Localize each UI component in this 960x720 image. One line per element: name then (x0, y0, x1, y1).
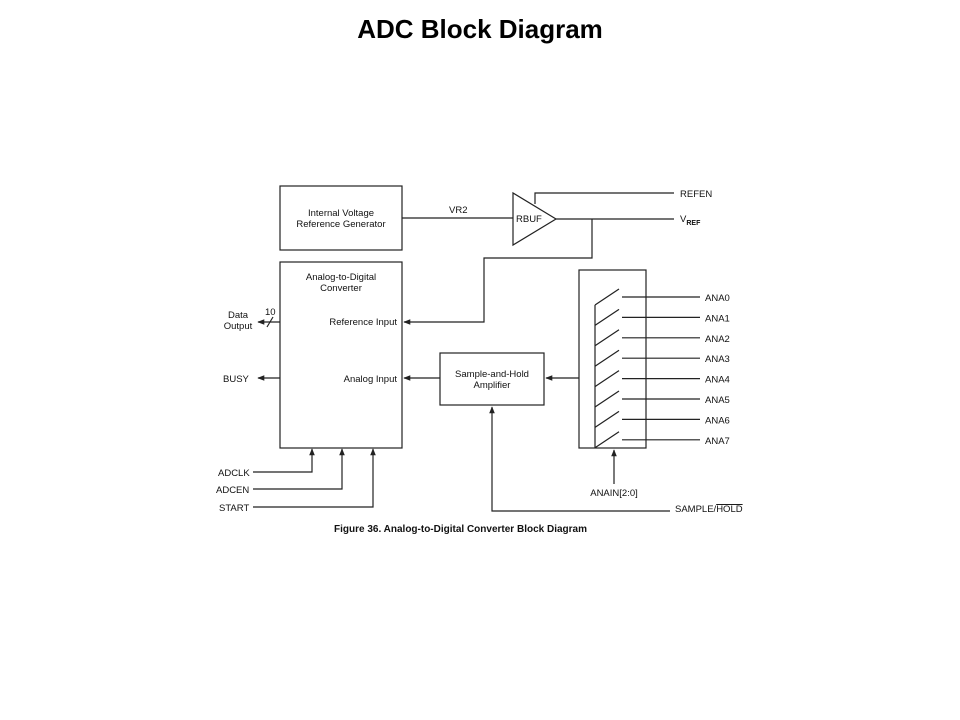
bus-slash (266, 316, 274, 328)
refen-label: REFEN (680, 189, 712, 200)
vref-label: VREF (680, 214, 701, 227)
slide-title: ADC Block Diagram (357, 14, 603, 44)
adc-label-2: Converter (320, 283, 362, 294)
channel-label: ANA7 (705, 436, 730, 447)
adclk-line (253, 448, 315, 473)
channel-label: ANA3 (705, 354, 730, 365)
vref-generator-label-1: Internal Voltage (308, 208, 374, 219)
reference-input-label: Reference Input (329, 317, 397, 328)
mux-switch-blade (594, 431, 620, 449)
adclk-label: ADCLK (218, 468, 250, 479)
reference-input-line (403, 219, 593, 325)
adcen-label: ADCEN (216, 485, 249, 496)
rbuf-label: RBUF (516, 214, 542, 225)
vref-generator-label-2: Reference Generator (296, 219, 385, 230)
start-label: START (219, 503, 249, 514)
rbuf-buffer (512, 191, 558, 247)
hold-label: HOLD (716, 504, 743, 515)
analog-input-label: Analog Input (344, 374, 398, 385)
anain-label: ANAIN[2:0] (590, 488, 638, 499)
sample-hold-control-line (489, 406, 670, 512)
start-line (253, 448, 376, 508)
mux-switch-blade (594, 349, 620, 367)
mux-switch-blade (594, 329, 620, 347)
busy-label: BUSY (223, 374, 250, 385)
channel-label: ANA6 (705, 415, 730, 426)
mux-switch-blade (594, 370, 620, 388)
channel-label: ANA5 (705, 395, 730, 406)
vr2-label: VR2 (449, 205, 467, 216)
sample-hold-control-label: SAMPLE/HOLD (675, 504, 743, 515)
mux-switch-blade (594, 308, 620, 326)
sample-label: SAMPLE/ (675, 504, 717, 515)
adcen-line (253, 448, 345, 490)
data-output-label-1: Data (228, 310, 249, 321)
sample-hold-label-1: Sample-and-Hold (455, 369, 529, 380)
mux-switch-blade (594, 288, 620, 306)
mux-switch-blade (594, 410, 620, 428)
bus-width-label: 10 (265, 307, 276, 318)
adc-label-1: Analog-to-Digital (306, 272, 376, 283)
figure-caption: Figure 36. Analog-to-Digital Converter B… (334, 524, 587, 535)
analog-mux-block (578, 269, 647, 449)
channel-label: ANA0 (705, 293, 730, 304)
data-output-label-2: Output (224, 321, 253, 332)
channel-label: ANA1 (705, 313, 730, 324)
vref-generator-block (279, 185, 403, 251)
adc-block (279, 261, 403, 449)
mux-switch-blade (594, 390, 620, 408)
refen-line (534, 192, 674, 204)
sample-hold-block (439, 352, 545, 406)
channel-label: ANA4 (705, 375, 730, 386)
channel-label: ANA2 (705, 334, 730, 345)
vref-label-sub: REF (686, 220, 701, 227)
vref-label-main: V (680, 214, 687, 225)
sample-hold-label-2: Amplifier (474, 380, 511, 391)
